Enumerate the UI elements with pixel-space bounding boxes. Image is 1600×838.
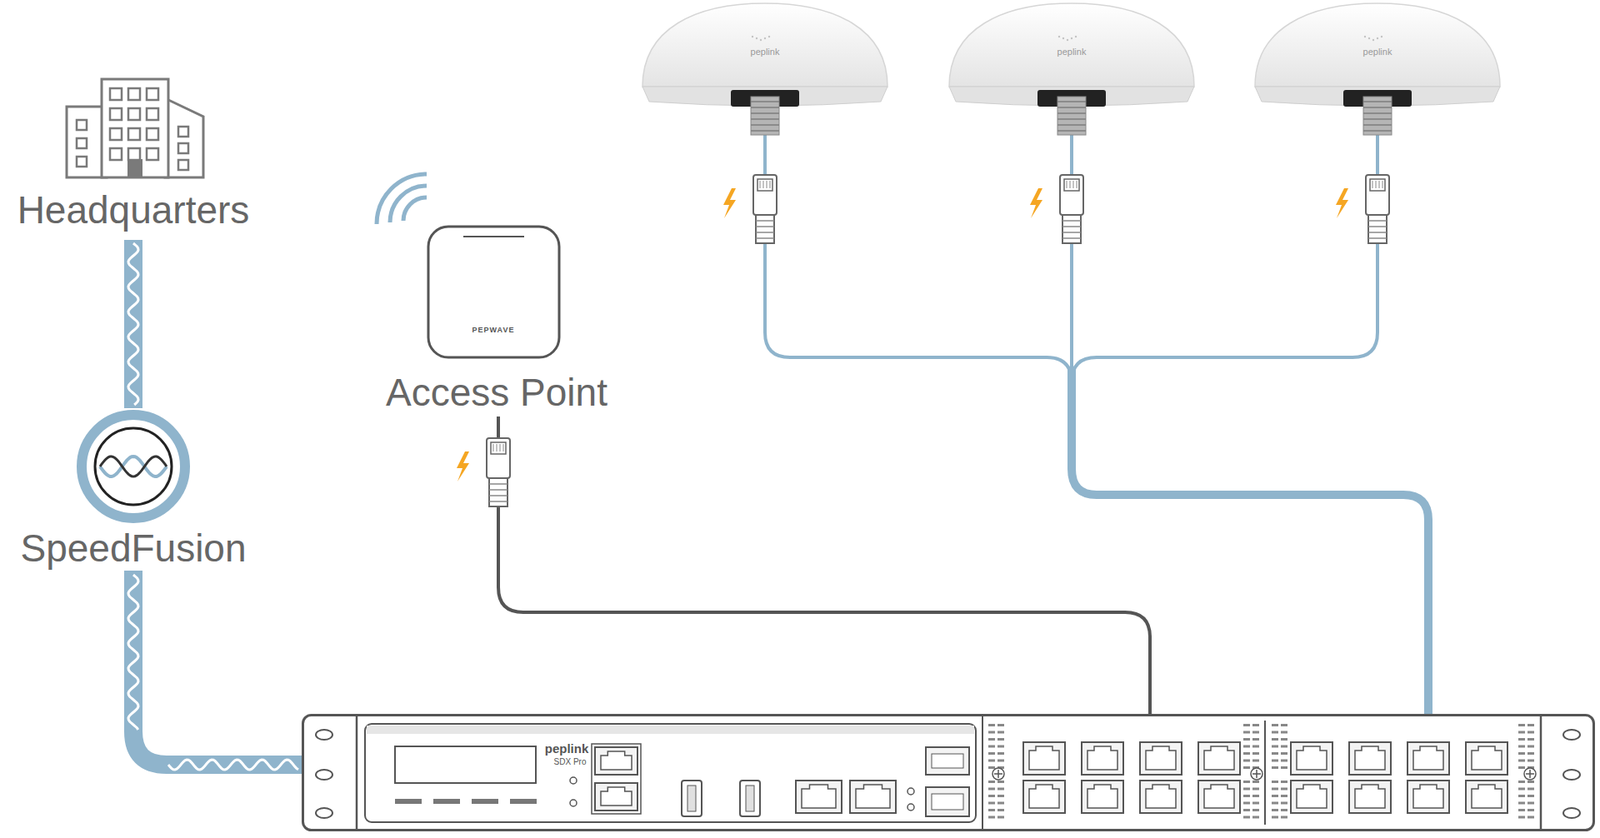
antenna-dome-art xyxy=(944,3,1200,135)
network-cable xyxy=(1071,135,1429,715)
dome-shell xyxy=(949,3,1195,135)
router-chassis-art xyxy=(301,714,1595,832)
ethernet-plug xyxy=(1335,175,1390,244)
brand-mark: peplink xyxy=(545,741,590,756)
antenna-dome: peplink xyxy=(1250,3,1505,135)
router-body xyxy=(303,715,1595,831)
node-label: SpeedFusion xyxy=(20,526,246,571)
power-bolt xyxy=(456,451,470,482)
power-bolt xyxy=(1030,188,1043,219)
network-cable xyxy=(765,135,1429,715)
network-cable xyxy=(124,240,143,409)
node-label: Headquarters xyxy=(17,188,250,233)
antenna-dome-art xyxy=(637,3,893,135)
wave-line xyxy=(128,243,139,405)
network-cable xyxy=(1071,135,1429,715)
brand-mark: PEPWAVE xyxy=(472,325,515,335)
antenna-dome: peplink xyxy=(944,3,1200,135)
ethernet-plug xyxy=(456,438,510,507)
brand-mark: peplink xyxy=(1057,46,1087,58)
speedfusion-node: SpeedFusion xyxy=(8,408,259,571)
ethernet-plug xyxy=(723,175,777,244)
poe-plugs xyxy=(456,175,1390,507)
network-cable xyxy=(133,570,302,765)
node-label: Access Point xyxy=(385,370,608,415)
headquarters-node: Headquarters xyxy=(0,73,267,240)
model-name: SDX Pro xyxy=(554,757,587,768)
wave-line xyxy=(128,575,139,730)
router-chassis: peplinkSDX Pro xyxy=(301,714,1595,832)
access-point-node: PEPWAVE Access Point xyxy=(363,170,630,417)
wave-line xyxy=(168,760,299,770)
power-bolt xyxy=(723,188,736,219)
power-bolt xyxy=(1335,188,1349,219)
building-icon xyxy=(66,79,204,178)
dome-shell xyxy=(642,3,888,135)
cable-trunk xyxy=(1071,366,1429,715)
speedfusion-emblem xyxy=(81,415,185,519)
antenna-dome: peplink xyxy=(637,3,893,135)
access-point-device xyxy=(376,174,560,358)
antenna-dome-art xyxy=(1250,3,1505,135)
ethernet-plug xyxy=(1030,175,1084,244)
dome-shell xyxy=(1255,3,1500,135)
brand-mark: peplink xyxy=(750,46,780,58)
brand-mark: peplink xyxy=(1363,46,1393,58)
network-cable xyxy=(498,416,1150,715)
